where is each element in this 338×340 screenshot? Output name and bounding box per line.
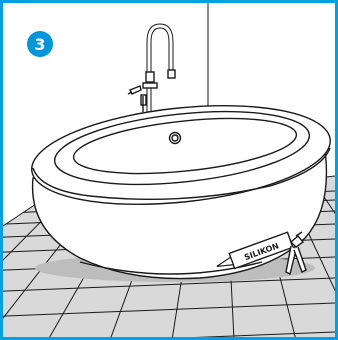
step-badge: 3 <box>27 31 53 57</box>
step-number: 3 <box>34 35 45 54</box>
